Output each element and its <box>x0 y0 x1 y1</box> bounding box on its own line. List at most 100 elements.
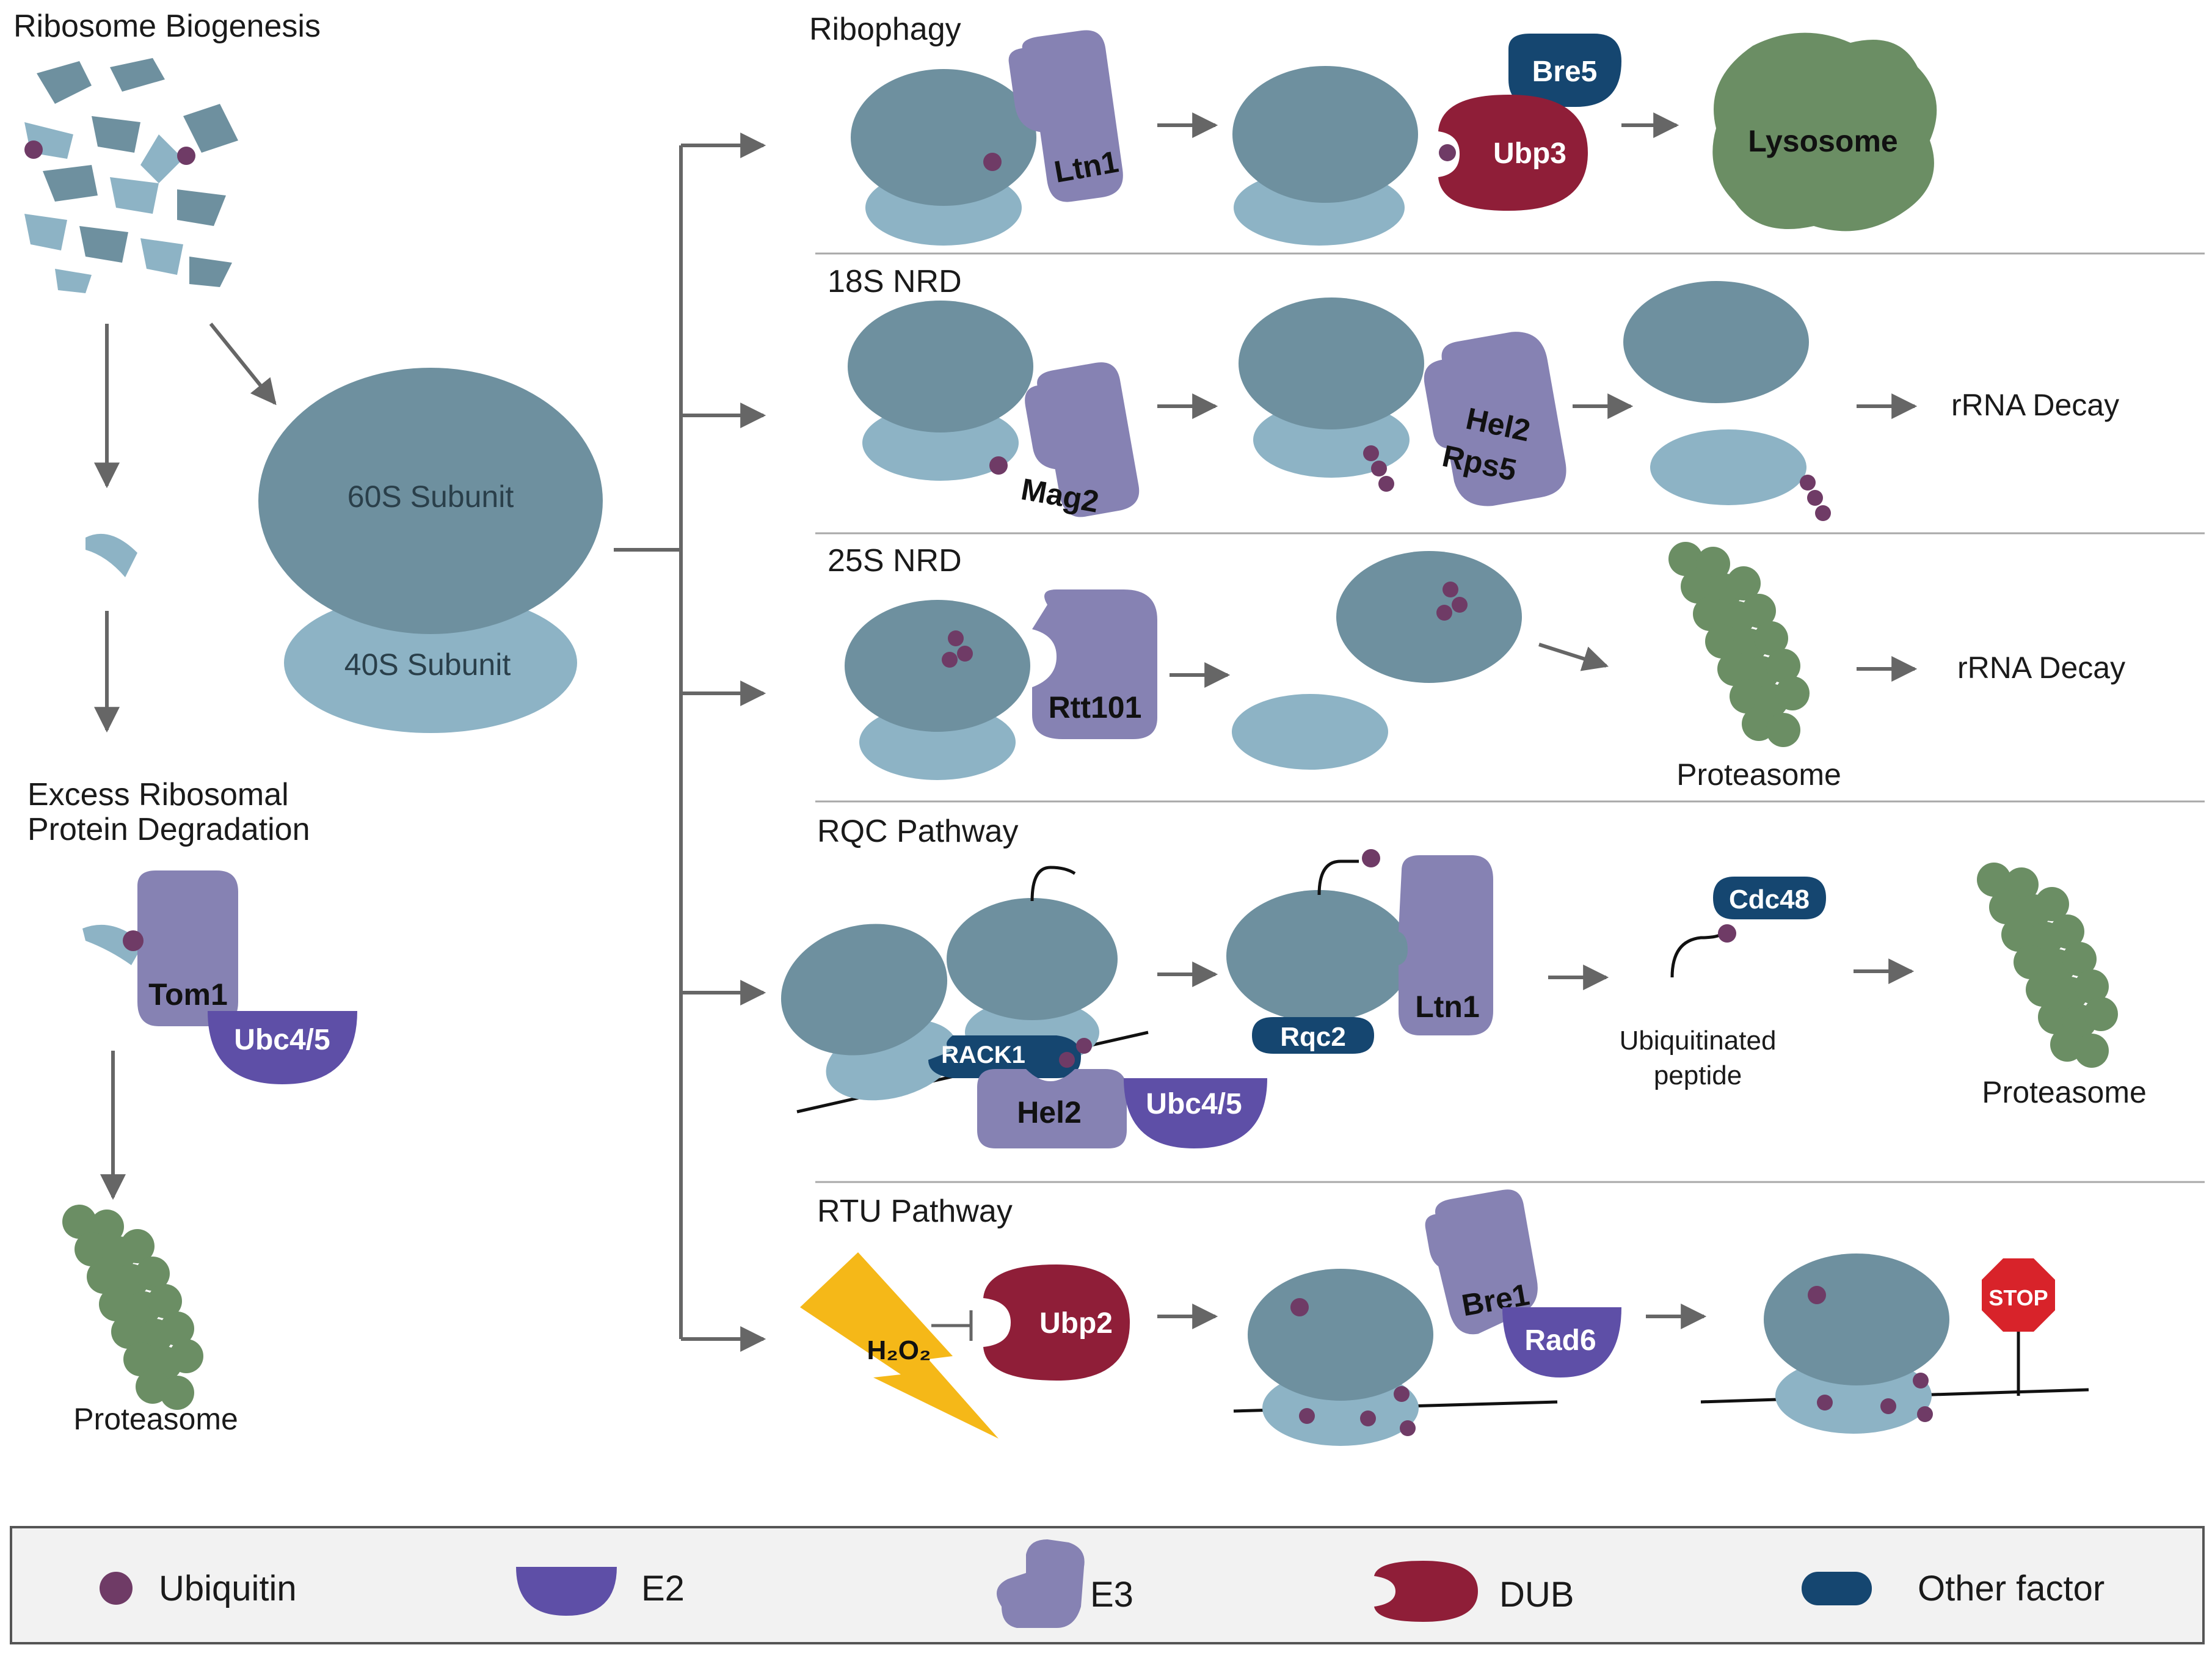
other-factor-rqc2 <box>1252 1017 1374 1054</box>
ubp2-label: Ubp2 <box>1039 1307 1113 1340</box>
ubiquitin-dot <box>1443 582 1458 597</box>
ubiquitin-dot <box>1815 505 1831 521</box>
ubiquitin-dot <box>1400 1420 1416 1436</box>
large-subunit-label: 60S Subunit <box>347 480 514 514</box>
proteasome-icon <box>1668 542 1810 747</box>
e3-shape-bre1 <box>1425 1189 1538 1335</box>
large-subunit <box>1239 297 1424 429</box>
nascent-peptide <box>1317 859 1359 896</box>
ubc45-label: Ubc4/5 <box>234 1024 330 1056</box>
rtt101-label: Rtt101 <box>1049 690 1142 724</box>
arrow <box>209 323 277 406</box>
peptide-label-line1: Ubiquitinated <box>1620 1026 1777 1056</box>
ubiquitin-dot <box>1452 597 1468 613</box>
ubiquitin-dot <box>1917 1406 1933 1422</box>
stop-label: STOP <box>1988 1285 2048 1310</box>
ubiquitin-dot <box>957 646 973 662</box>
ubiquitin-dot <box>123 930 144 951</box>
lysosome-shape <box>1712 32 1937 232</box>
legend-dub-icon <box>1374 1561 1478 1622</box>
proteasome-label: Proteasome <box>73 1402 238 1436</box>
h2o2-label: H₂O₂ <box>867 1335 931 1365</box>
rtu-title: RTU Pathway <box>817 1194 1013 1229</box>
arrow <box>1538 643 1609 671</box>
ubiquitin-dot <box>989 456 1008 475</box>
legend-dub-label: DUB <box>1499 1575 1574 1615</box>
bre5-label: Bre5 <box>1532 56 1598 88</box>
large-subunit <box>1232 66 1418 203</box>
legend-e3-icon <box>997 1539 1085 1628</box>
nascent-peptide <box>1030 866 1076 902</box>
ubiquitin-dot <box>1807 490 1823 506</box>
large-subunit <box>1623 281 1809 403</box>
ubiquitin-dot <box>1378 476 1394 492</box>
e3-shape-hel2 <box>977 1069 1127 1148</box>
ubiquitin-dot <box>1059 1052 1075 1068</box>
small-subunit-label: 40S Subunit <box>344 648 511 682</box>
ubiquitin-dot <box>948 630 964 646</box>
large-subunit <box>848 301 1033 432</box>
large-subunit-60s <box>258 368 603 634</box>
legend-ubiquitin-label: Ubiquitin <box>159 1569 297 1608</box>
nrd25s-title: 25S NRD <box>828 543 962 578</box>
large-subunit <box>1336 551 1522 683</box>
ubiquitin-dot <box>1363 445 1379 461</box>
ubiquitin-dot <box>1800 475 1816 491</box>
panel-separators <box>815 252 2205 1183</box>
rrna-decay-label: rRNA Decay <box>1957 651 2125 685</box>
ubiquitin-dot <box>1817 1395 1833 1410</box>
ubiquitin-dot <box>1394 1386 1410 1402</box>
rad6-label: Rad6 <box>1524 1324 1596 1357</box>
legend-e3-label: E3 <box>1090 1575 1133 1615</box>
ubiquitin-dot <box>942 652 958 668</box>
ubiquitin-dot <box>1880 1398 1896 1414</box>
tom1-label: Tom1 <box>148 977 228 1012</box>
large-subunit <box>1764 1253 1949 1385</box>
ubiquitin-dot <box>1808 1286 1826 1304</box>
ubiquitin-dot <box>1718 924 1736 943</box>
ubiquitin-dot <box>1436 605 1452 621</box>
small-subunit <box>1650 429 1806 505</box>
ubiquitin-dot <box>24 140 43 159</box>
ubiquitinated-peptide <box>1670 933 1722 978</box>
nrd18s-title: 18S NRD <box>828 264 962 299</box>
large-subunit <box>947 898 1118 1020</box>
rrna-fragments <box>24 58 238 293</box>
rqc2-label: Rqc2 <box>1280 1022 1346 1052</box>
excess-degradation-title-2: Protein Degradation <box>27 812 310 847</box>
peptide-label-line2: peptide <box>1654 1060 1742 1090</box>
large-subunit <box>845 600 1030 732</box>
hel2-label: Hel2 <box>1017 1095 1082 1129</box>
cdc48-label: Cdc48 <box>1729 885 1810 914</box>
large-subunit <box>851 69 1036 206</box>
e3-shape-mag2 <box>1025 362 1140 517</box>
legend-other-factor-label: Other factor <box>1918 1569 2105 1608</box>
ubiquitin-dot <box>1362 849 1380 867</box>
e3-shape-ltn1 <box>1399 855 1493 1035</box>
small-subunit-40s <box>284 593 577 733</box>
legend-other-factor-icon <box>1802 1572 1872 1605</box>
ubc45-label: Ubc4/5 <box>1146 1088 1242 1120</box>
e2-shape-ubc45 <box>208 1011 357 1084</box>
ubiquitin-dot <box>177 147 195 165</box>
ubiquitin-dot <box>1371 461 1387 476</box>
ubiquitin-dot <box>1299 1408 1315 1424</box>
proteasome-label: Proteasome <box>1982 1075 2147 1109</box>
ubiquitin-dot <box>1360 1410 1376 1426</box>
large-subunit <box>780 924 948 1056</box>
e3-shape-ltn1 <box>1008 30 1123 202</box>
stop-sign-icon <box>1982 1258 2055 1332</box>
ubp3-label: Ubp3 <box>1493 137 1566 170</box>
excess-degradation-title: Excess Ribosomal <box>27 777 289 812</box>
e2-shape-rad6 <box>1502 1307 1621 1378</box>
legend-e2-icon <box>516 1567 617 1616</box>
large-subunit <box>1248 1269 1433 1401</box>
legend-ubiquitin-icon <box>100 1572 133 1605</box>
rack1-label: RACK1 <box>941 1042 1025 1068</box>
ltn1-label: Ltn1 <box>1415 990 1480 1024</box>
ribophagy-title: Ribophagy <box>809 12 961 47</box>
proteasome-icon <box>1977 863 2118 1068</box>
e3-shape-tom1 <box>137 870 238 1026</box>
ubiquitin-dot <box>1913 1373 1929 1388</box>
